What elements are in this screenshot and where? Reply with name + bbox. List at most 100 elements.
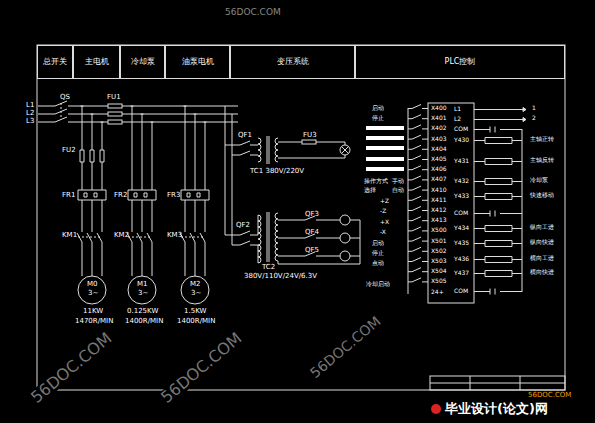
power-wire [55,101,67,122]
wire [408,247,428,251]
header-text: PLC控制 [445,58,476,66]
header-cell: 主电机 [73,45,120,79]
pin-name: X402 [431,125,447,131]
wire [128,190,156,200]
pin-name: Y437 [454,270,469,276]
pin-name: X405 [431,156,447,162]
part-label: 0.125KW [127,308,158,315]
wire [184,106,187,107]
part-label: QF2 [236,222,250,229]
plc-box [428,103,474,303]
part-label: L1 [26,102,34,109]
power-wire [38,101,258,245]
power-wire [61,103,62,119]
pin-name: COM [454,126,468,132]
transformer-symbol [275,138,278,162]
part-label: FR3 [167,192,180,199]
transformer-symbol [278,216,340,256]
pin-name: X404 [431,146,447,152]
part-label: M0 [87,281,98,288]
header-cell: PLC控制 [355,45,565,79]
part-label: 点动 [372,260,384,266]
wire [474,226,522,232]
wire [474,179,522,185]
pin-name: X413 [431,217,447,223]
transformer-symbol [275,213,278,261]
pin-name: Y430 [454,137,469,143]
transformer-symbol [340,233,350,243]
pin-name: COM [454,288,468,294]
transformer-symbol [258,142,345,263]
input-bar [366,167,404,171]
wire [204,122,207,123]
wire [408,268,428,272]
header-text: 主电机 [85,58,109,66]
pin-name: Y431 [454,158,469,164]
part-label: 操作方式 [364,178,388,184]
part-label: L3 [26,118,34,125]
fuse-symbol [108,104,122,124]
part-label: 主轴正转 [530,136,554,142]
frame [37,45,565,390]
pin-name: Y432 [454,178,469,184]
wire [474,241,522,247]
pin-name: X500 [431,227,447,233]
transformer-symbol [267,136,269,262]
fuse-symbol [108,120,122,124]
wire [408,278,428,282]
header-text: 变压系统 [277,58,309,66]
part-label: KM1 [62,232,77,239]
watermark: 56DOC.COM [225,8,281,17]
fuse-symbol [108,112,122,116]
wire [181,276,209,304]
frame [430,376,565,390]
pin-name: X503 [431,258,447,264]
pin-name: X407 [431,176,447,182]
pin-name: X403 [431,136,447,142]
wire [78,237,102,238]
transformer-symbol [302,140,316,144]
input-bar [366,126,404,130]
frame [430,376,565,390]
logo-icon [431,404,441,414]
wire [408,207,428,211]
part-label: 主轴反转 [530,157,554,163]
pin-name: L1 [454,106,461,112]
watermark: 56DOC.COM [157,329,246,408]
power-wire [240,141,258,245]
wire [408,196,428,200]
part-label: FR1 [62,192,75,199]
part-label: QS [60,94,70,101]
wire [101,122,104,123]
wire [408,176,428,180]
part-label: 3~ [88,290,98,297]
wire [78,190,106,200]
wire [78,276,106,304]
input-bar [366,126,404,171]
wire [181,237,205,238]
pin-name: X505 [431,278,447,284]
header-text: 总开关 [43,58,67,66]
pin-name: X400 [431,105,447,111]
part-label: M1 [137,281,148,288]
header-text: 油泵电机 [182,58,214,66]
pin-name: X501 [431,238,447,244]
part-label: TC1 380V/220V [250,168,304,175]
pin-name: Y435 [454,240,469,246]
part-label: 纵向快进 [530,239,554,245]
wire [408,186,428,190]
part-label: FU1 [107,94,121,101]
part-label: FU3 [303,132,317,139]
wire [408,115,428,119]
header-text: 冷却泵 [131,58,155,66]
pin-name: X410 [431,187,447,193]
watermark: 56DOC.COM [306,312,384,381]
wire [181,190,209,200]
wire [408,258,428,262]
part-label: 快速移动 [530,192,554,198]
part-label: 横向快进 [530,269,554,275]
part-label: -X [380,229,386,235]
wire [151,122,154,123]
part-label: QF3 [305,211,319,218]
part-label: 11KW [83,308,103,315]
